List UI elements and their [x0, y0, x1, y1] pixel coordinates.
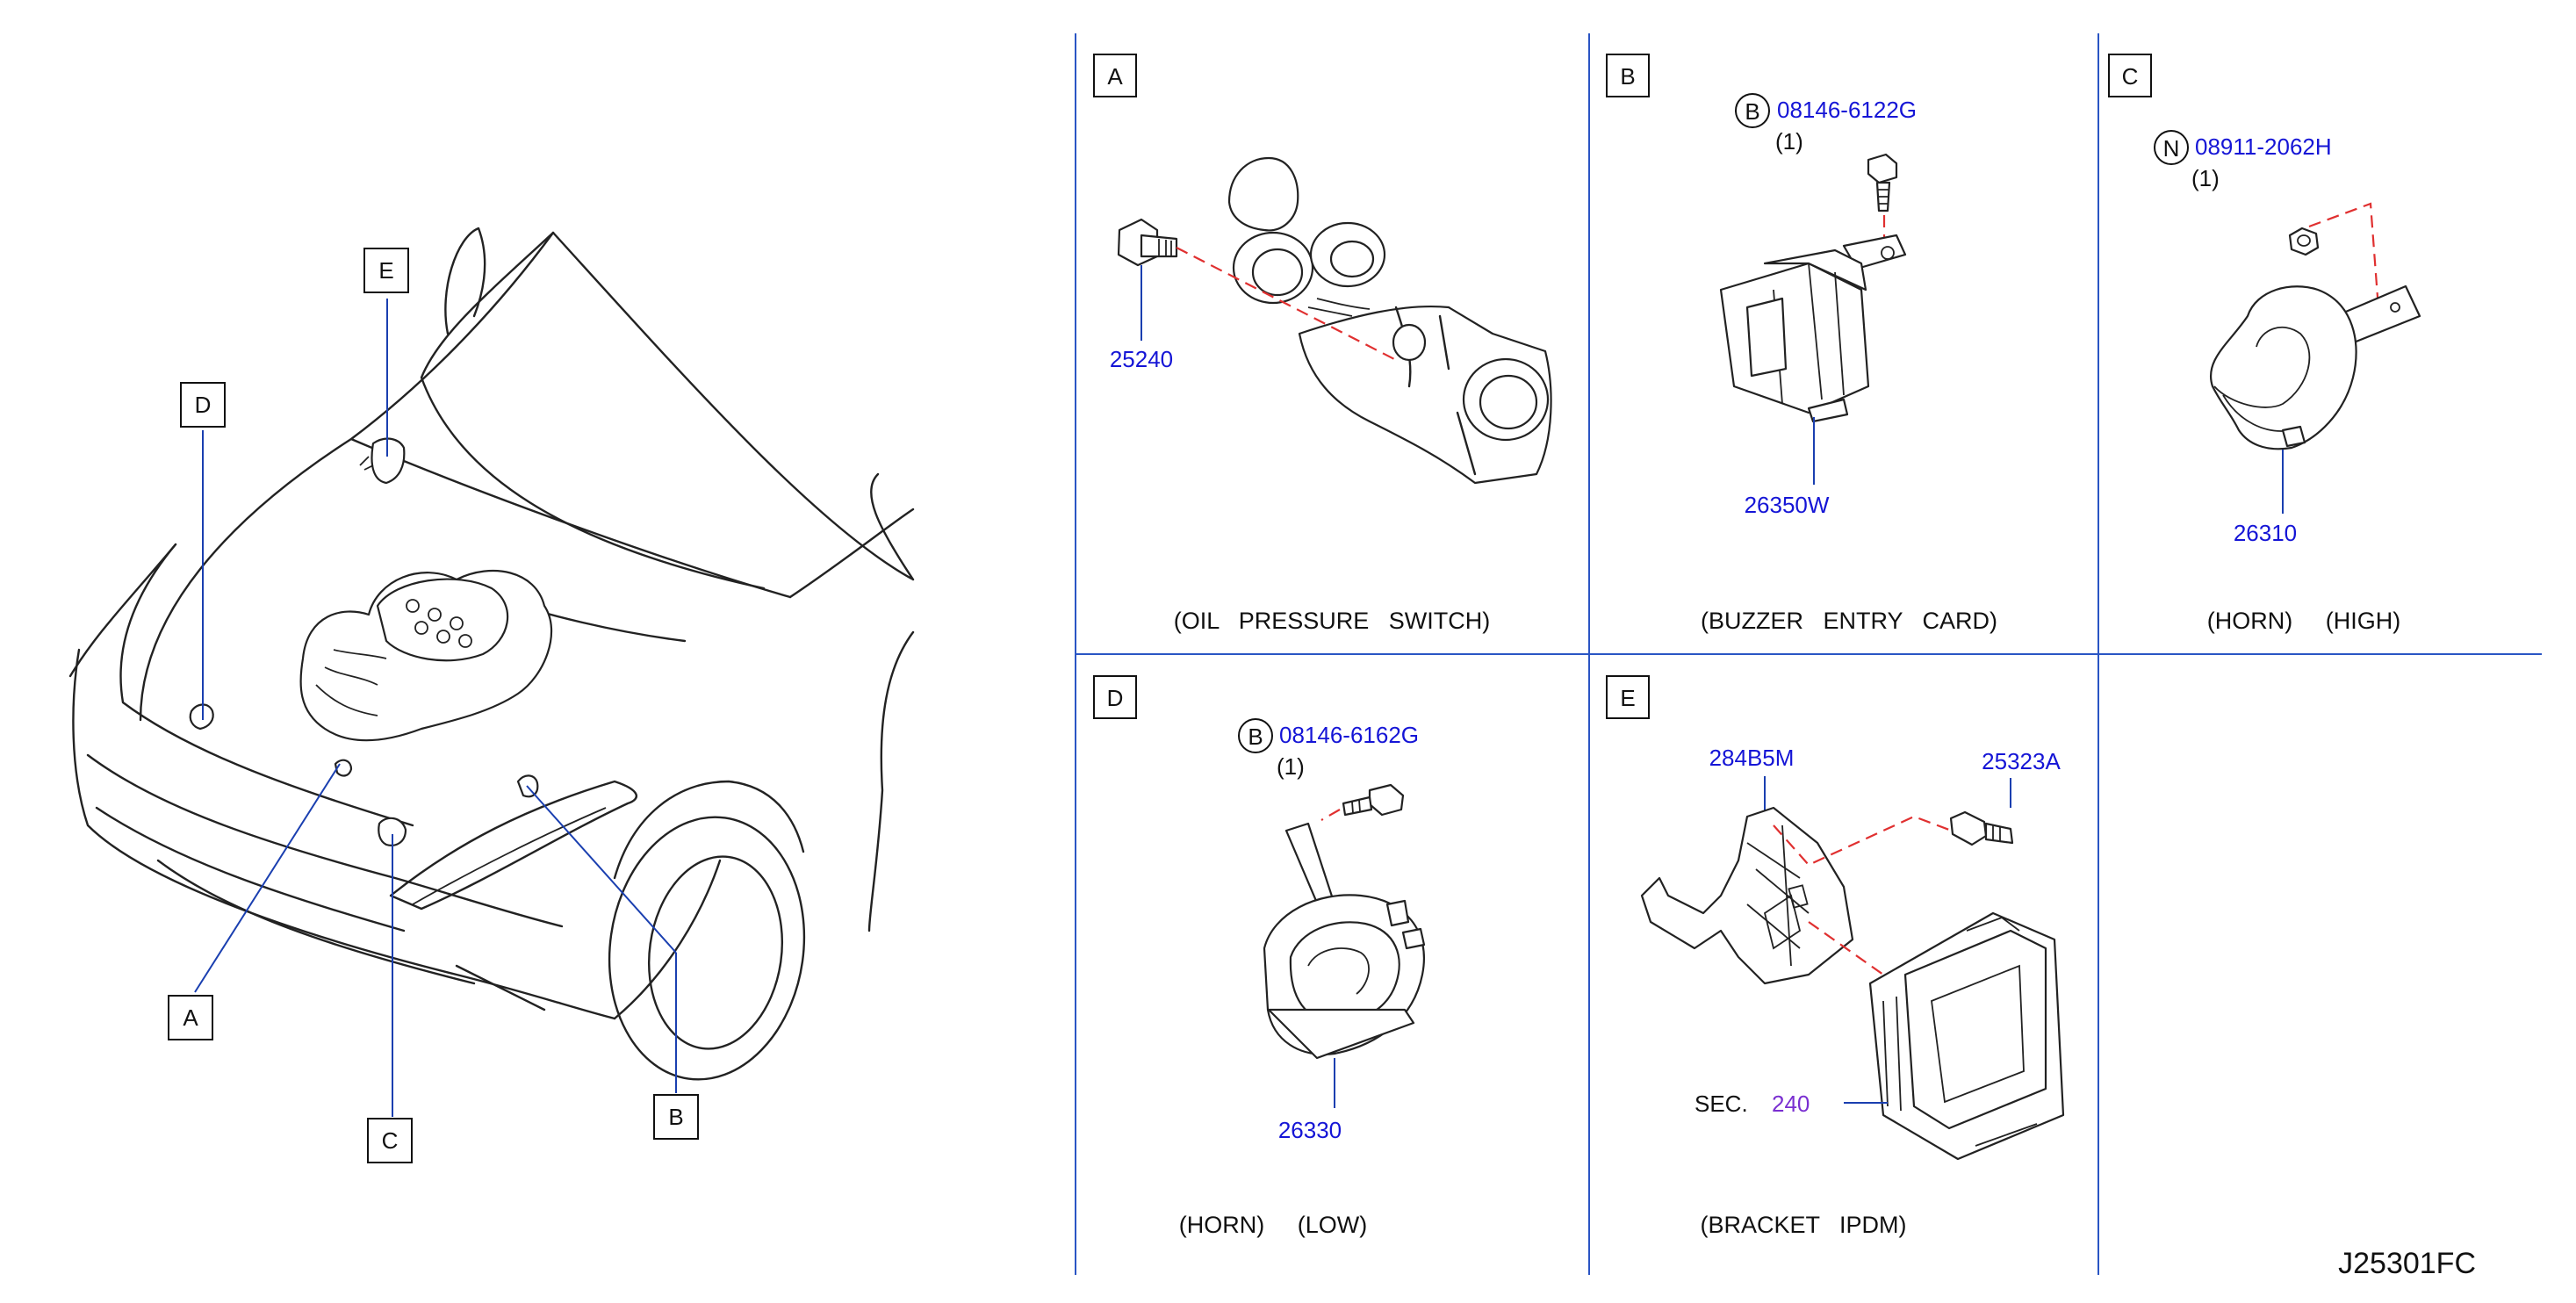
- nut-illustration: [2288, 227, 2320, 256]
- section-ref-number[interactable]: 240: [1772, 1091, 1810, 1117]
- ipdm-bracket-illustration: [1640, 806, 1854, 985]
- panel-C-letter: C: [2122, 63, 2139, 90]
- horn-low-illustration: [1263, 822, 1426, 1060]
- nut-symbol-circle: [2154, 130, 2189, 165]
- buzzer-entry-card-illustration: [1719, 234, 1907, 423]
- panel-C-caption: (HORN) (HIGH): [2207, 608, 2400, 634]
- panel-grid: [1075, 33, 2542, 1275]
- bolt-symbol-circle: [1238, 718, 1273, 753]
- overview-leaders: [194, 299, 677, 1117]
- vehicle-overview-illustration: [68, 227, 915, 1081]
- panel-E-caption: (BRACKET IPDM): [1700, 1212, 1906, 1238]
- bolt-symbol-circle: [1735, 93, 1770, 128]
- part-number-26350W[interactable]: 26350W: [1745, 492, 1830, 518]
- bolt-symbol-B: B: [1248, 723, 1263, 750]
- diagram-code: J25301FC: [2338, 1247, 2476, 1280]
- panel-C-tag: [2108, 54, 2152, 97]
- callout-D-label: D: [195, 392, 212, 418]
- panel-E-letter: E: [1620, 685, 1635, 711]
- bolt-quantity: (1): [1775, 128, 1803, 155]
- ipdm-module-illustration: [1868, 911, 2065, 1161]
- callout-B[interactable]: B: [653, 1094, 699, 1140]
- callout-E-label: E: [378, 257, 393, 284]
- nut-quantity: (1): [2191, 165, 2220, 191]
- panel-B-caption: (BUZZER ENTRY CARD): [1701, 608, 1997, 634]
- bolt-illustration: [1342, 783, 1405, 817]
- panel-B-tag: [1606, 54, 1650, 97]
- panel-E-tag: [1606, 675, 1650, 719]
- callout-A[interactable]: A: [168, 995, 213, 1040]
- part-number-284B5M[interactable]: 284B5M: [1709, 745, 1795, 771]
- part-number-08146-6162G[interactable]: 08146-6162G: [1279, 722, 1419, 748]
- panel-D: D B 08146-6162G (1) 26330 (HORN) (LOW): [1093, 675, 1426, 1238]
- panel-B: B B 08146-6122G (1) 26350W (BUZZER ENTRY…: [1606, 54, 1997, 634]
- panel-D-letter: D: [1107, 685, 1124, 711]
- callout-C[interactable]: C: [367, 1118, 413, 1163]
- part-number-08911-2062H[interactable]: 08911-2062H: [2195, 133, 2332, 160]
- panel-A-letter: A: [1107, 63, 1123, 90]
- panel-D-caption: (HORN) (LOW): [1179, 1212, 1367, 1238]
- panel-A-caption: (OIL PRESSURE SWITCH): [1174, 608, 1491, 634]
- callout-B-label: B: [668, 1104, 683, 1130]
- part-number-25240[interactable]: 25240: [1110, 346, 1173, 372]
- panel-A-tag: [1093, 54, 1137, 97]
- callout-A-label: A: [183, 1004, 198, 1031]
- part-number-26310[interactable]: 26310: [2234, 520, 2297, 546]
- panel-B-letter: B: [1620, 63, 1635, 90]
- callout-C-label: C: [382, 1127, 399, 1154]
- panel-E: E 284B5M 25323A SEC. 240 (BRACKET: [1606, 675, 2065, 1238]
- panel-C: C N 08911-2062H (1) 26310 (HORN) (HIGH): [2108, 54, 2421, 634]
- engine-block-illustration: [1227, 156, 1552, 485]
- panel-D-tag: [1093, 675, 1137, 719]
- bolt-illustration: [1867, 153, 1898, 212]
- part-number-26330[interactable]: 26330: [1278, 1117, 1342, 1143]
- oil-pressure-switch-illustration: [1117, 218, 1178, 267]
- nut-symbol-N: N: [2163, 135, 2180, 162]
- panel-A: A 25240 (OIL PRESSURE SWITCH): [1093, 54, 1552, 634]
- part-number-25323A[interactable]: 25323A: [1982, 748, 2061, 774]
- bolt-symbol-B: B: [1745, 98, 1759, 125]
- horn-high-illustration: [2210, 284, 2421, 450]
- callout-D[interactable]: D: [180, 382, 226, 428]
- part-number-08146-6122G[interactable]: 08146-6122G: [1777, 97, 1917, 123]
- callout-E[interactable]: E: [363, 248, 409, 293]
- bolt-quantity: (1): [1277, 753, 1305, 780]
- bolt-illustration: [1949, 810, 2014, 846]
- section-ref-label: SEC.: [1695, 1091, 1748, 1117]
